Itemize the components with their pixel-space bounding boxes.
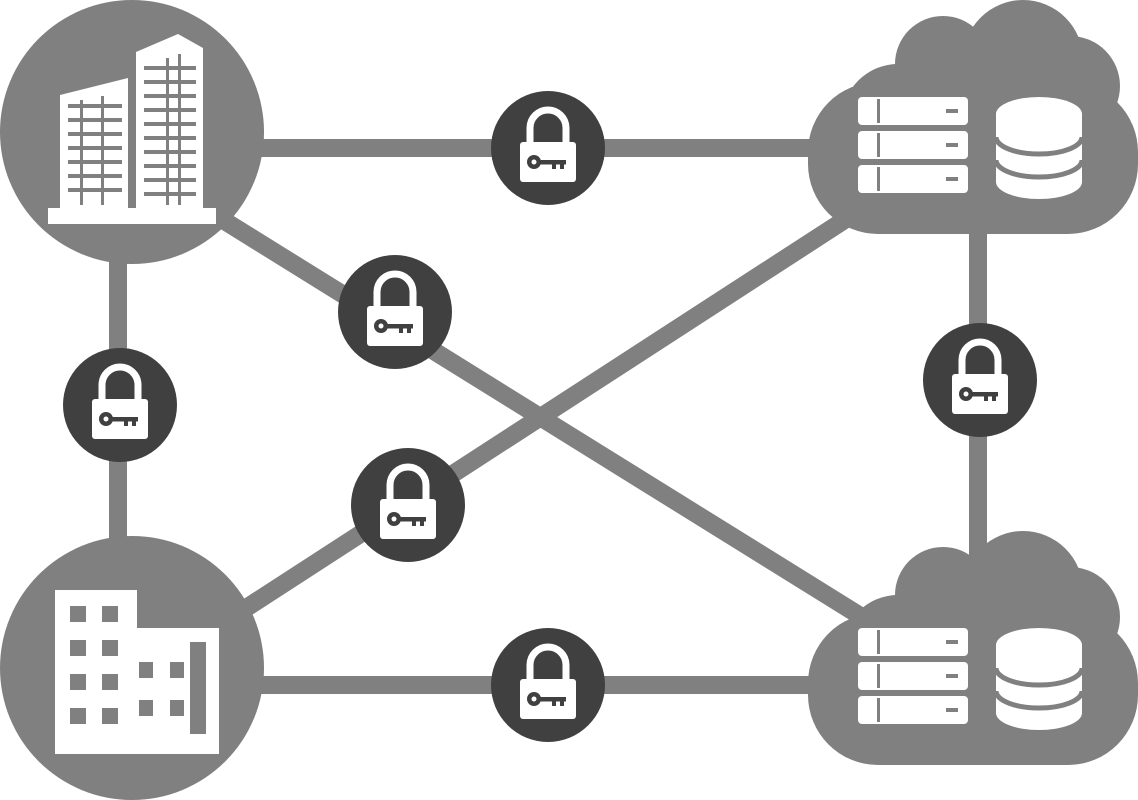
cloud-servers-database-icon: [808, 531, 1138, 765]
lock-badge-headquarters-cloud-top: [491, 91, 605, 205]
cloud-servers-database-icon: [808, 0, 1138, 234]
lock-badge-headquarters-branch: [63, 348, 177, 462]
cloud-datacenter-top-node: [808, 0, 1138, 234]
office-towers-icon: [48, 34, 216, 224]
lock-badge-cloud-top-cloud-bottom: [923, 323, 1037, 437]
office-building-icon: [55, 590, 219, 754]
lock-badge-headquarters-cloud-bottom: [338, 255, 452, 369]
headquarters-node: [0, 0, 264, 264]
cloud-datacenter-bottom-node: [808, 531, 1138, 765]
link-branch-cloud-top: [235, 202, 865, 620]
branch-office-node: [0, 536, 264, 800]
lock-badge-branch-cloud-top: [351, 448, 465, 562]
lock-badge-branch-cloud-bottom: [491, 628, 605, 742]
network-links: [109, 139, 987, 694]
